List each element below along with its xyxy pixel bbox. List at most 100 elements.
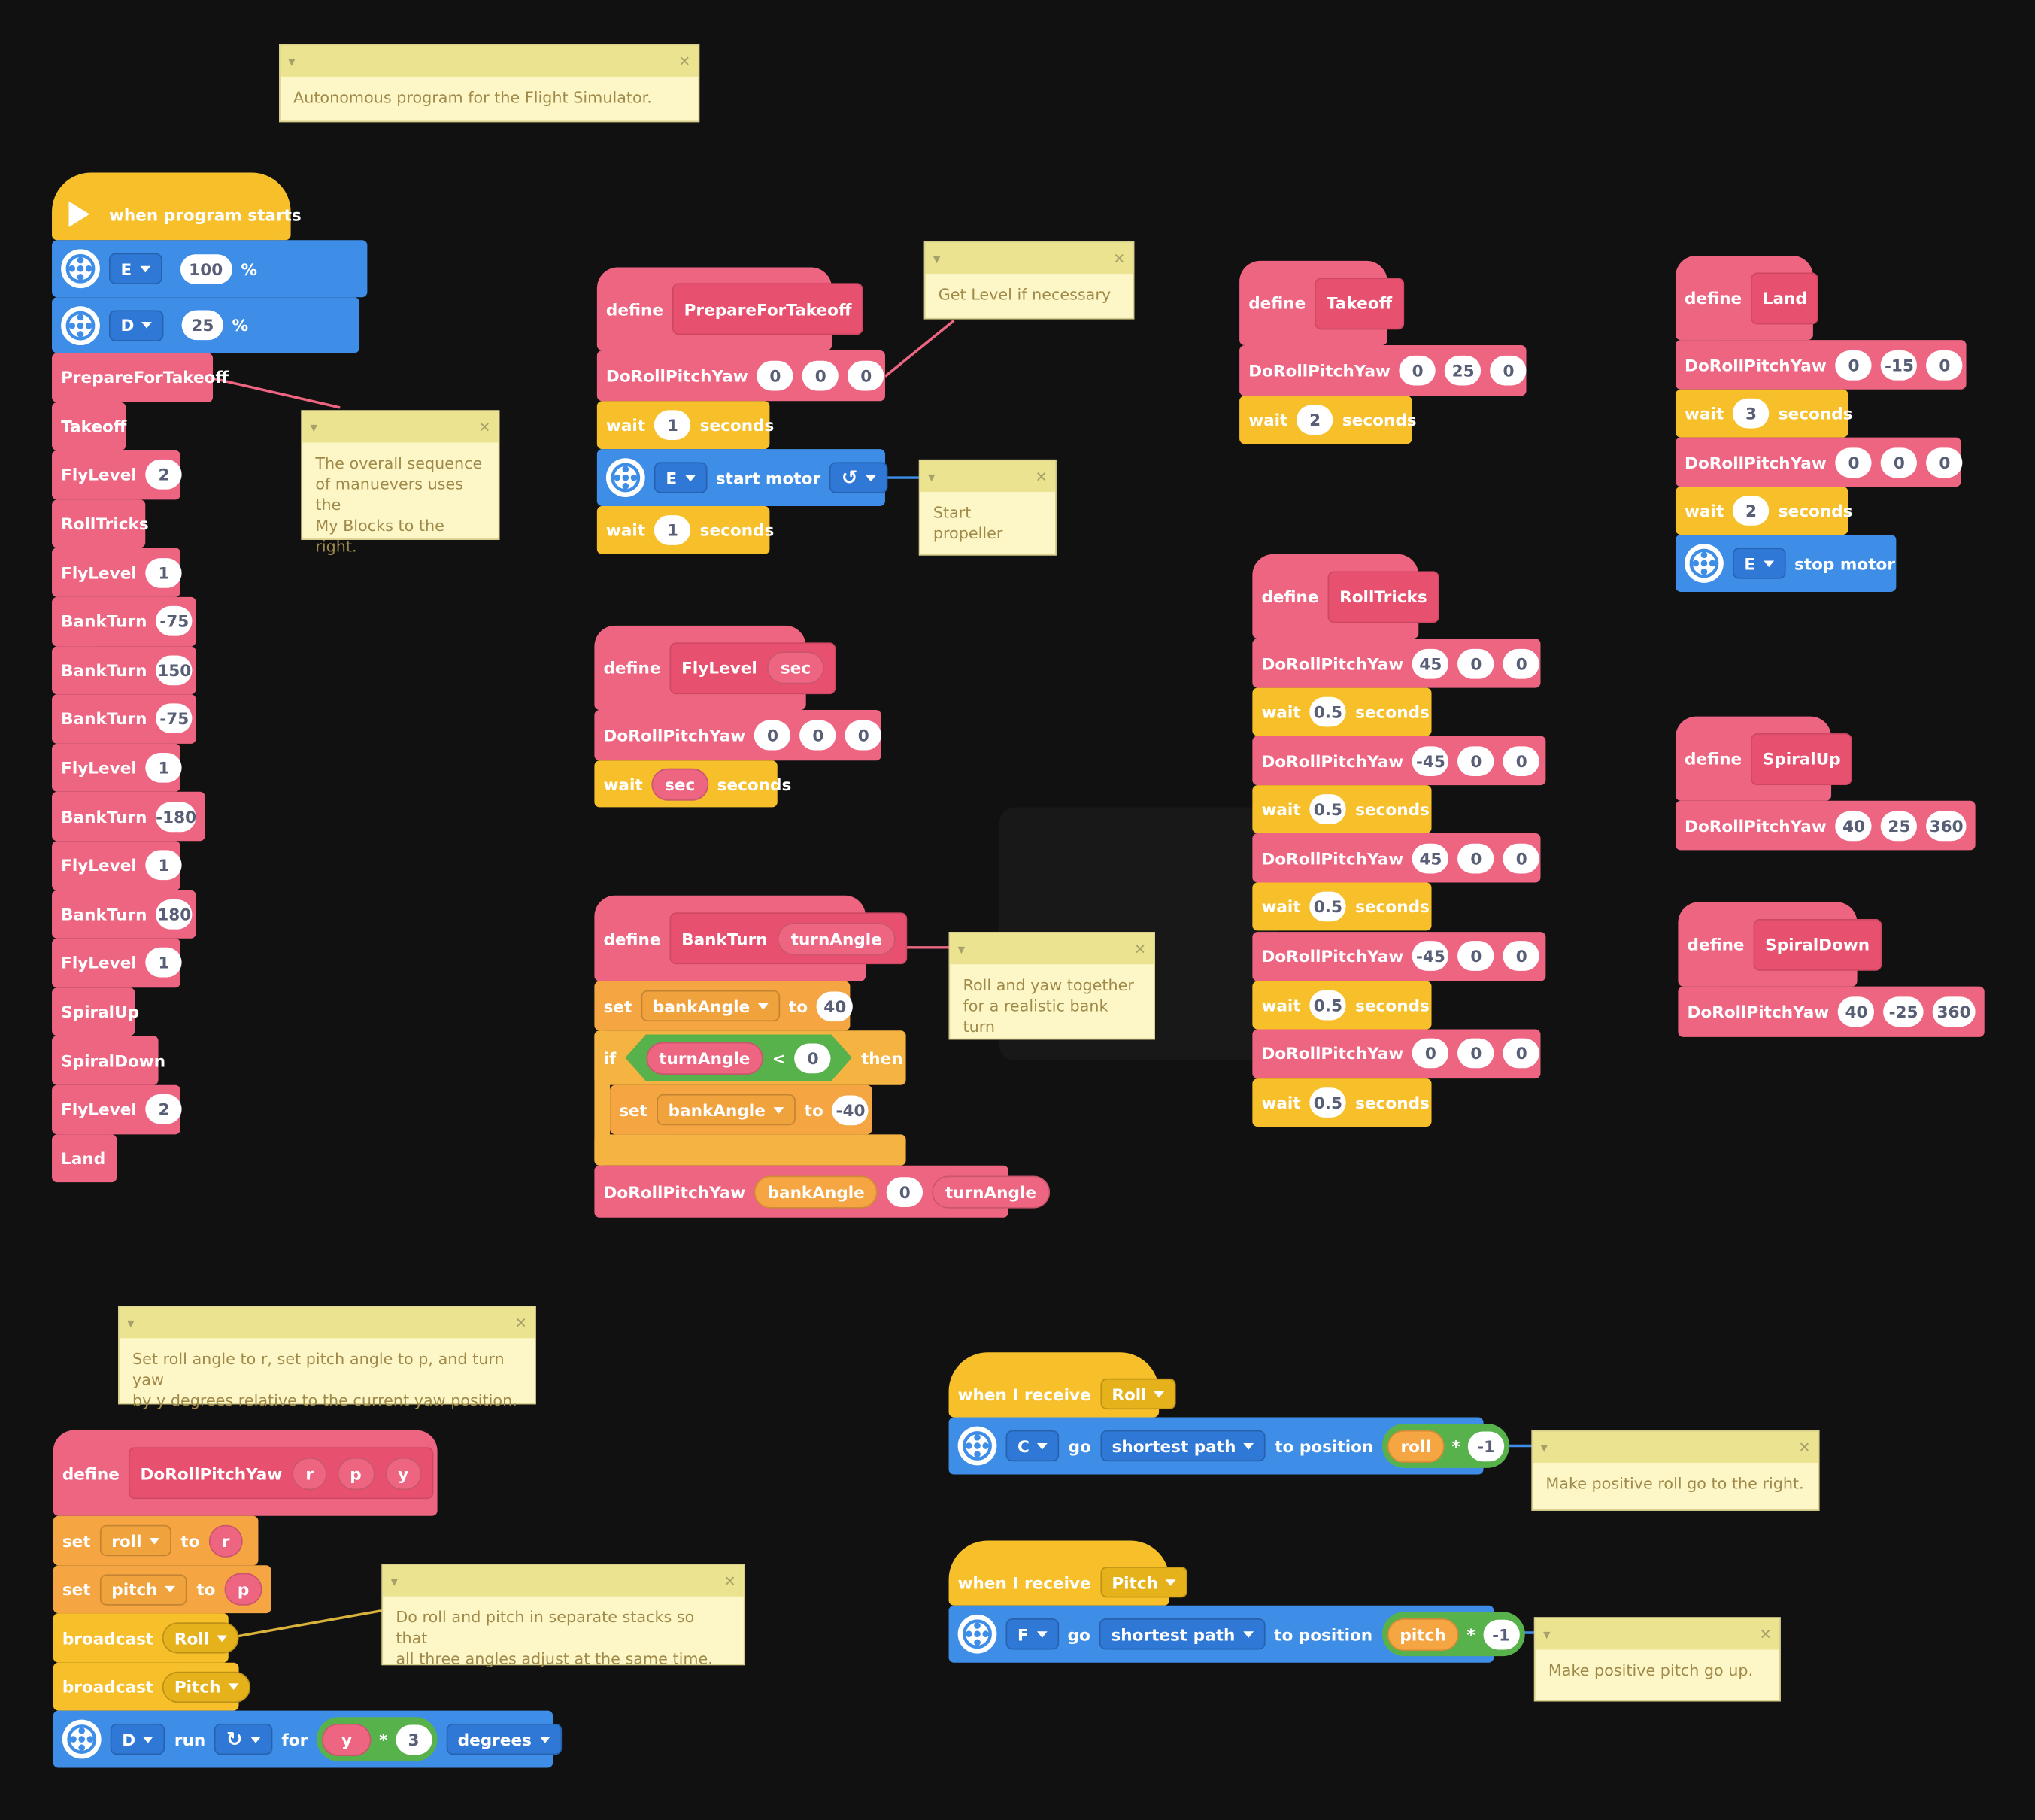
value-input[interactable]: 40: [817, 990, 854, 1021]
message-dropdown[interactable]: Roll: [162, 1622, 239, 1654]
comment-note[interactable]: ▾✕ Start propeller: [918, 459, 1057, 556]
message-dropdown[interactable]: Roll: [1099, 1378, 1177, 1410]
arg-input[interactable]: 1: [145, 557, 183, 588]
start-motor-block[interactable]: E start motor ↺: [596, 449, 888, 507]
set-variable-block[interactable]: set bankAngle to 40: [594, 981, 854, 1031]
roll-input[interactable]: 45: [1412, 843, 1449, 874]
roll-input[interactable]: -45: [1412, 941, 1449, 972]
sec-reporter[interactable]: sec: [651, 767, 708, 800]
close-icon[interactable]: ✕: [678, 52, 691, 70]
p-reporter[interactable]: p: [224, 1573, 262, 1606]
pitch-input[interactable]: 0: [802, 360, 839, 391]
yaw-input[interactable]: 0: [1503, 941, 1540, 972]
compare-input[interactable]: 0: [795, 1043, 831, 1073]
turnangle-reporter[interactable]: turnAngle: [932, 1175, 1050, 1208]
turnangle-reporter[interactable]: turnAngle: [646, 1042, 763, 1074]
yaw-input[interactable]: 0: [845, 720, 882, 751]
define-block[interactable]: define Land: [1675, 255, 1819, 341]
pitch-input[interactable]: 0: [1457, 1039, 1495, 1069]
seconds-input[interactable]: 0.5: [1309, 892, 1347, 922]
multiplier-input[interactable]: -1: [1468, 1430, 1505, 1461]
bankangle-reporter[interactable]: bankAngle: [754, 1175, 878, 1208]
call-block[interactable]: DoRollPitchYaw 0 25 0: [1239, 345, 1527, 396]
define-block[interactable]: define PrepareForTakeoff: [596, 267, 864, 350]
when-i-receive-block[interactable]: when I receive Roll: [948, 1352, 1177, 1418]
collapse-icon[interactable]: ▾: [933, 250, 941, 267]
call-block[interactable]: DoRollPitchYaw 40 25 360: [1675, 800, 1976, 851]
y-reporter[interactable]: y: [322, 1722, 372, 1756]
collapse-icon[interactable]: ▾: [127, 1314, 135, 1331]
comment-note[interactable]: ▾✕ Get Level if necessary: [923, 241, 1135, 320]
roll-input[interactable]: 40: [1835, 810, 1873, 841]
pitch-input[interactable]: 0: [1881, 447, 1918, 478]
yaw-input[interactable]: 360: [1932, 996, 1976, 1027]
when-program-starts-block[interactable]: when program starts: [52, 172, 302, 241]
yaw-input[interactable]: 0: [1503, 1039, 1540, 1069]
pitch-input[interactable]: -15: [1881, 350, 1918, 380]
define-block[interactable]: define Takeoff: [1239, 260, 1404, 346]
pitch-input[interactable]: 0: [799, 720, 837, 751]
yaw-input[interactable]: 0: [1503, 745, 1540, 776]
direction-dropdown[interactable]: ↺: [829, 462, 888, 493]
message-dropdown[interactable]: Pitch: [1099, 1567, 1188, 1598]
arg-input[interactable]: 2: [145, 460, 183, 490]
collapse-icon[interactable]: ▾: [927, 468, 936, 485]
comment-note[interactable]: ▾✕ Do roll and pitch in separate stacks …: [381, 1564, 745, 1668]
arg-input[interactable]: 2: [145, 1094, 183, 1125]
collapse-icon[interactable]: ▾: [310, 418, 318, 435]
roll-input[interactable]: -45: [1412, 745, 1449, 776]
multiply-block[interactable]: roll * -1: [1382, 1424, 1510, 1468]
close-icon[interactable]: ✕: [514, 1314, 527, 1331]
arg-input[interactable]: 180: [156, 899, 193, 930]
path-dropdown[interactable]: shortest path: [1099, 1430, 1266, 1462]
collapse-icon[interactable]: ▾: [1540, 1439, 1548, 1456]
close-icon[interactable]: ✕: [1133, 940, 1146, 957]
value-input[interactable]: -40: [832, 1094, 869, 1125]
close-icon[interactable]: ✕: [1759, 1625, 1772, 1643]
comment-note[interactable]: ▾✕ The overall sequence of manuevers use…: [301, 410, 500, 556]
call-bankturn[interactable]: BankTurn-180: [52, 792, 205, 842]
port-dropdown[interactable]: E: [1732, 548, 1785, 579]
roll-input[interactable]: 0: [1835, 350, 1873, 380]
yaw-input[interactable]: 0: [1503, 648, 1540, 678]
variable-dropdown[interactable]: bankAngle: [657, 1094, 796, 1126]
run-motor-block[interactable]: D run ↻ for y * 3 degrees: [53, 1710, 562, 1768]
yaw-input[interactable]: 0: [848, 360, 884, 391]
pitch-input[interactable]: 0: [1457, 648, 1495, 678]
close-icon[interactable]: ✕: [478, 418, 491, 435]
direction-dropdown[interactable]: ↻: [214, 1723, 273, 1755]
arg-input[interactable]: 1: [145, 948, 183, 978]
yaw-input[interactable]: 0: [1926, 350, 1964, 380]
comment-note[interactable]: ▾✕ Autonomous program for the Flight Sim…: [279, 44, 700, 123]
set-variable-block[interactable]: set roll to r: [53, 1515, 259, 1566]
comment-note[interactable]: ▾✕ Set roll angle to r, set pitch angle …: [118, 1306, 536, 1409]
multiply-block[interactable]: pitch * -1: [1381, 1612, 1525, 1657]
close-icon[interactable]: ✕: [1798, 1439, 1811, 1456]
roll-input[interactable]: 45: [1412, 648, 1449, 678]
collapse-icon[interactable]: ▾: [1542, 1625, 1551, 1643]
pitch-input[interactable]: 25: [1881, 810, 1918, 841]
call-block[interactable]: DoRollPitchYaw 0 0 0: [594, 709, 882, 761]
variable-dropdown[interactable]: pitch: [99, 1573, 188, 1605]
pitch-input[interactable]: -25: [1883, 996, 1924, 1027]
arg-input[interactable]: 1: [145, 850, 183, 881]
arg-input[interactable]: -75: [156, 606, 193, 637]
port-dropdown[interactable]: F: [1005, 1618, 1059, 1650]
pitch-input[interactable]: 0: [1457, 745, 1495, 776]
roll-input[interactable]: 0: [754, 720, 791, 751]
set-speed-block[interactable]: D 25 %: [52, 297, 360, 353]
arg-input[interactable]: -75: [156, 704, 193, 734]
call-preparefortakeoff[interactable]: PrepareForTakeoff: [52, 353, 229, 402]
call-spiralup[interactable]: SpiralUp: [52, 987, 139, 1036]
